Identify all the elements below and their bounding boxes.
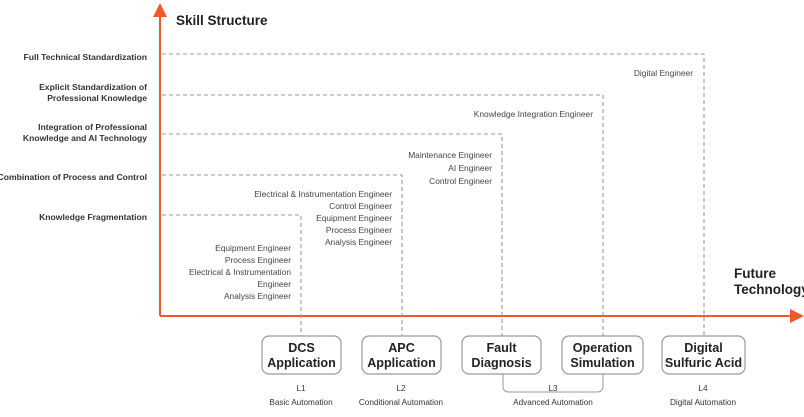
level-l2-code: L2 xyxy=(396,384,406,393)
fault-engineer-3: Control Engineer xyxy=(429,176,492,186)
level-l4-code: L4 xyxy=(698,384,708,393)
y-axis-title: Skill Structure xyxy=(176,13,268,28)
stage-dcs-label-line-1: DCS xyxy=(288,341,315,355)
stage-apc-label-line-2: Application xyxy=(367,356,436,370)
level-l2-name: Conditional Automation xyxy=(359,398,444,407)
stage-box-digital: Digital Sulfuric Acid xyxy=(661,335,746,375)
connector-digital xyxy=(162,53,705,336)
level-l1-code: L1 xyxy=(296,384,306,393)
y-level-label-explicit-standardization-line-2: Professional Knowledge xyxy=(47,93,147,103)
connector-fault xyxy=(162,133,503,336)
apc-engineer-3: Equipment Engineer xyxy=(316,213,392,223)
fault-engineer-2: AI Engineer xyxy=(448,163,492,173)
apc-engineer-5: Analysis Engineer xyxy=(325,237,392,247)
level-l4-name: Digital Automation xyxy=(670,398,736,407)
stage-operation-label-line-2: Simulation xyxy=(570,356,634,370)
x-axis-title-line-2: Technology xyxy=(734,282,804,297)
dcs-engineer-4: Engineer xyxy=(257,279,291,289)
stage-digital-label-line-1: Digital xyxy=(684,341,722,355)
x-axis-title-line-1: Future xyxy=(734,266,776,281)
y-level-label-process-control: Combination of Process and Control xyxy=(0,172,147,182)
connector-apc xyxy=(162,174,403,336)
y-level-label-knowledge-fragmentation: Knowledge Fragmentation xyxy=(39,212,147,222)
level-l3-name: Advanced Automation xyxy=(513,398,593,407)
digital-engineer-1: Digital Engineer xyxy=(634,68,693,78)
stage-box-fault: Fault Diagnosis xyxy=(461,335,542,375)
operation-engineer-1: Knowledge Integration Engineer xyxy=(474,109,593,119)
stage-digital-label-line-2: Sulfuric Acid xyxy=(665,356,742,370)
connector-dcs xyxy=(162,214,302,336)
stage-box-dcs: DCS Application xyxy=(261,335,342,375)
level-l1-name: Basic Automation xyxy=(269,398,333,407)
fault-engineer-1: Maintenance Engineer xyxy=(408,150,492,160)
y-level-label-explicit-standardization-line-1: Explicit Standardization of xyxy=(39,82,147,92)
stage-box-apc: APC Application xyxy=(361,335,442,375)
y-level-label-full-standardization: Full Technical Standardization xyxy=(23,52,147,62)
connector-operation xyxy=(162,94,604,336)
stage-operation-label-line-1: Operation xyxy=(573,341,632,355)
stage-fault-label-line-2: Diagnosis xyxy=(471,356,531,370)
apc-engineer-4: Process Engineer xyxy=(326,225,392,235)
y-level-label-integration-line-2: Knowledge and AI Technology xyxy=(23,133,147,143)
stage-box-operation: Operation Simulation xyxy=(561,335,644,375)
stage-fault-label-line-1: Fault xyxy=(486,341,517,355)
l3-group-bracket xyxy=(502,374,604,393)
apc-engineer-2: Control Engineer xyxy=(329,201,392,211)
dcs-engineer-1: Equipment Engineer xyxy=(215,243,291,253)
stage-dcs-label-line-2: Application xyxy=(267,356,336,370)
stage-apc-label-line-1: APC xyxy=(388,341,415,355)
dcs-engineer-3: Electrical & Instrumentation xyxy=(189,267,291,277)
apc-engineer-1: Electrical & Instrumentation Engineer xyxy=(254,189,392,199)
dcs-engineer-5: Analysis Engineer xyxy=(224,291,291,301)
level-l3-code: L3 xyxy=(548,384,558,393)
dcs-engineer-2: Process Engineer xyxy=(225,255,291,265)
y-level-label-integration-line-1: Integration of Professional xyxy=(38,122,147,132)
